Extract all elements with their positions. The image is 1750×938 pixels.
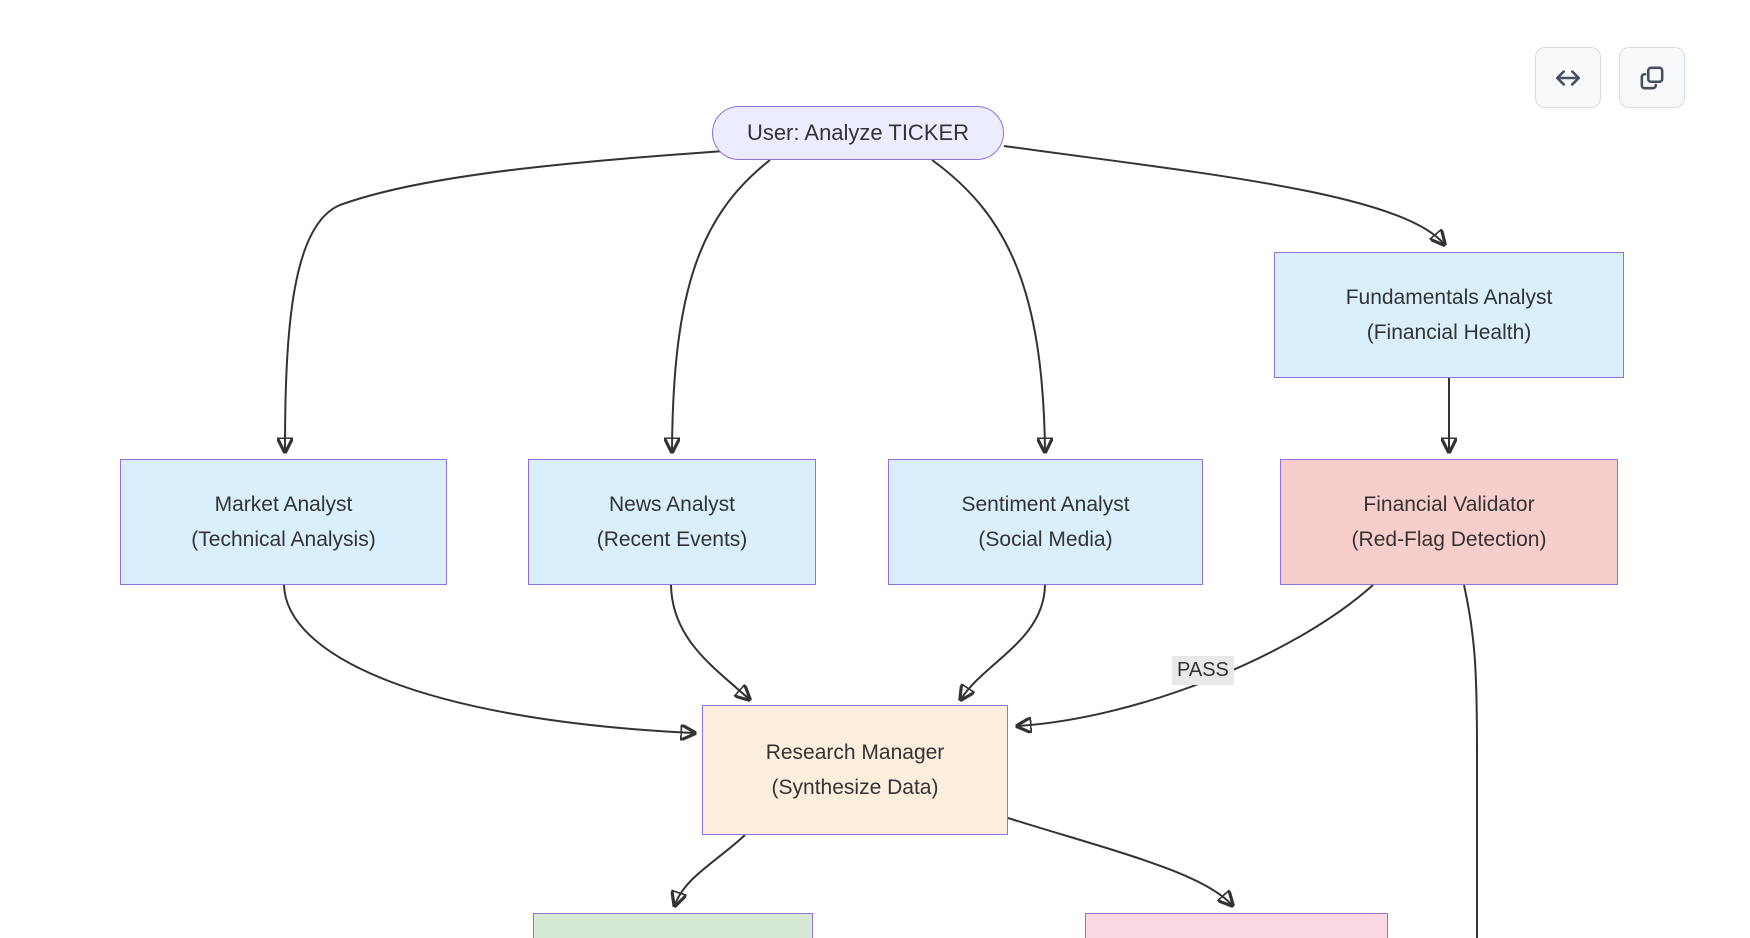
node-label-line1: Research Manager: [765, 741, 945, 764]
edge-manager-to-green: [675, 834, 746, 905]
edge-user-to-sentiment: [931, 159, 1045, 451]
node-label: User: Analyze TICKER: [746, 120, 970, 145]
node-pink-partial: [1085, 913, 1388, 938]
fit-width-button[interactable]: [1535, 47, 1601, 108]
node-market-analyst: Market Analyst (Technical Analysis): [120, 459, 447, 585]
node-label-line2: (Synthesize Data): [771, 776, 939, 799]
node-financial-validator: Financial Validator (Red-Flag Detection): [1280, 459, 1618, 585]
node-sentiment-analyst: Sentiment Analyst (Social Media): [888, 459, 1203, 585]
edge-manager-to-pink: [1007, 817, 1232, 905]
node-label-line2: (Social Media): [978, 528, 1113, 551]
edge-user-to-fundamentals: [1003, 145, 1444, 244]
node-label-line1: News Analyst: [608, 493, 736, 516]
node-green-partial: [533, 913, 813, 938]
horizontal-double-arrow-icon: [1553, 63, 1583, 93]
node-research-manager: Research Manager (Synthesize Data): [702, 705, 1008, 835]
edge-validator-to-offscreen: [1463, 584, 1478, 938]
node-label-line1: Market Analyst: [214, 493, 353, 516]
node-label-line2: (Financial Health): [1366, 321, 1532, 344]
edge-news-to-manager: [670, 584, 749, 699]
node-user-analyze-ticker: User: Analyze TICKER: [712, 106, 1004, 160]
edge-label-pass: PASS: [1172, 656, 1234, 685]
node-news-analyst: News Analyst (Recent Events): [528, 459, 816, 585]
copy-button[interactable]: [1619, 47, 1685, 108]
node-label-line2: (Recent Events): [596, 528, 748, 551]
edge-sentiment-to-manager: [961, 584, 1046, 699]
node-label-line2: (Red-Flag Detection): [1351, 528, 1547, 551]
node-label-line2: (Technical Analysis): [191, 528, 376, 551]
node-label-line1: Financial Validator: [1363, 493, 1535, 516]
node-label-line1: Fundamentals Analyst: [1345, 286, 1553, 309]
node-label-line1: Sentiment Analyst: [961, 493, 1130, 516]
edge-market-to-manager: [283, 584, 694, 733]
edge-user-to-news: [672, 159, 771, 451]
edge-user-to-market: [285, 149, 738, 451]
copy-icon: [1637, 63, 1667, 93]
node-fundamentals-analyst: Fundamentals Analyst (Financial Health): [1274, 252, 1624, 378]
